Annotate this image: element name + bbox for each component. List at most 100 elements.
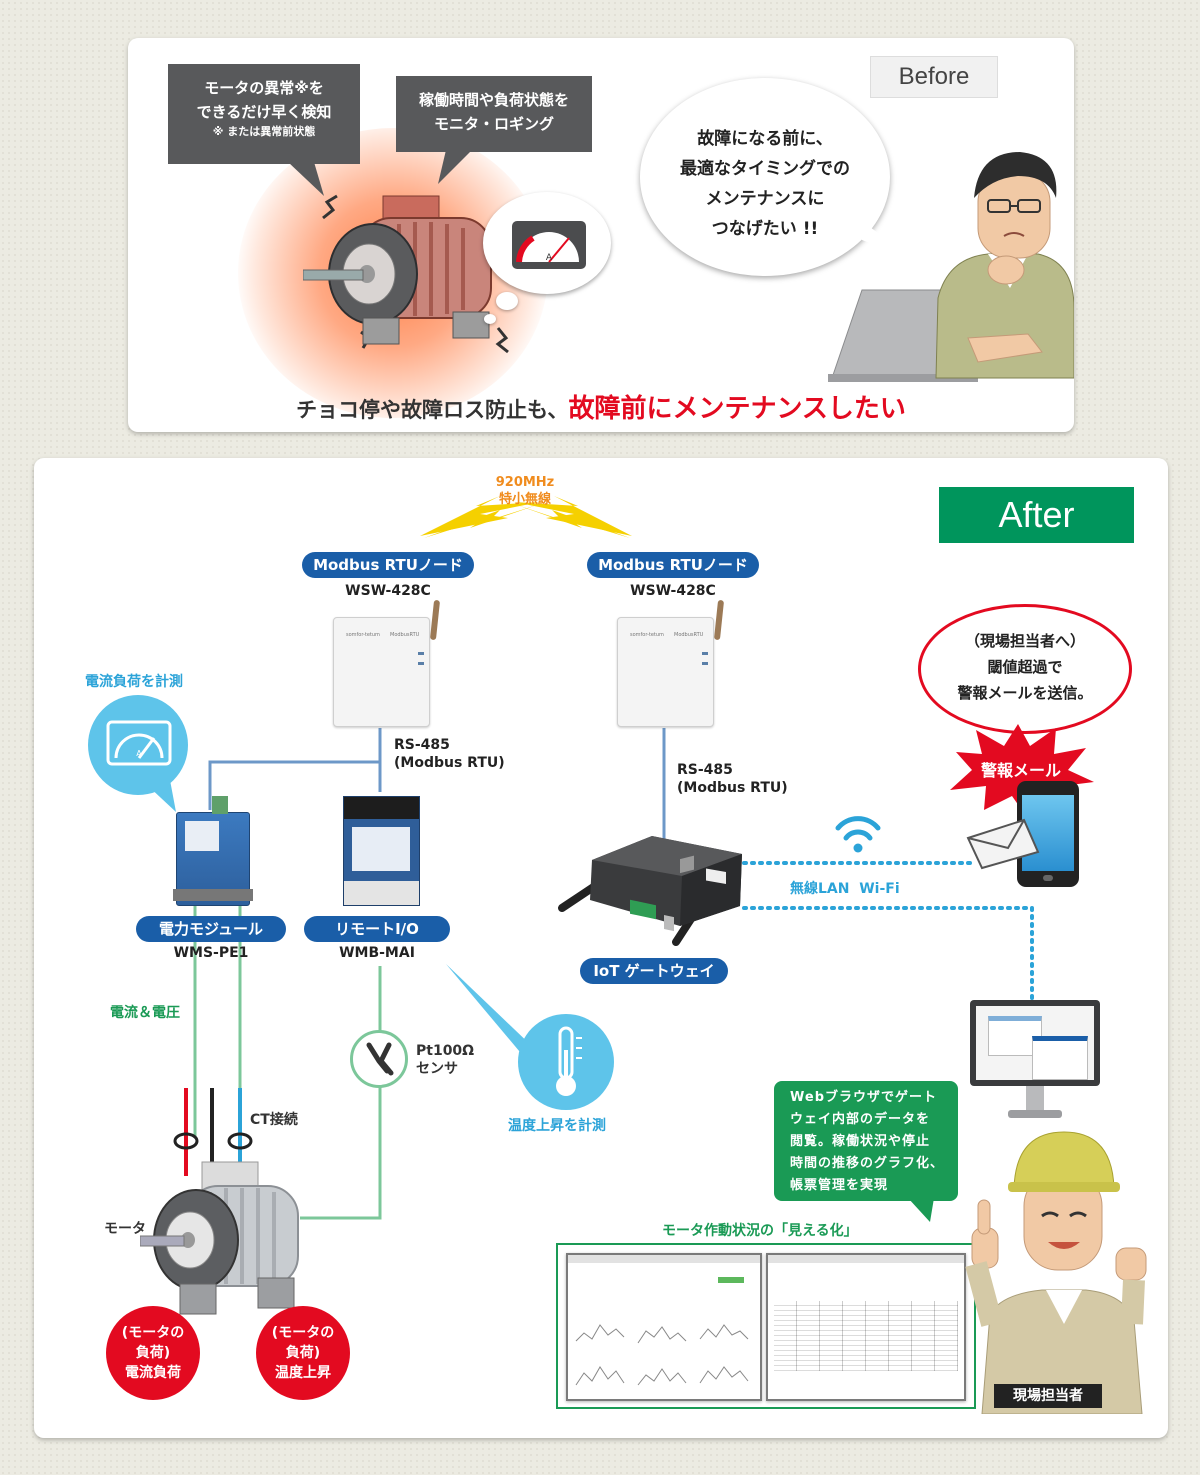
before-bottom-message: チョコ停や故障ロス防止も、故障前にメンテナンスしたい (128, 388, 1074, 425)
node-right-device-label: somfor-tetum (630, 632, 664, 638)
thought-dot-2 (484, 314, 496, 324)
manager-speech-bubble (640, 78, 890, 276)
rs485-right-line1: RS-485 (677, 762, 733, 778)
mail-envelope-icon (966, 818, 1040, 870)
pc-monitor-stand (1026, 1086, 1044, 1112)
manager-with-laptop-illustration (828, 152, 1074, 382)
visualize-title: モータ作動状況の「見える化」 (662, 1223, 858, 1239)
wifi-label: 無線LAN Wi-Fi (790, 881, 900, 897)
web-callout-tail (908, 1198, 934, 1222)
red-right-line1: (モータの (271, 1325, 335, 1341)
remote-io-device (343, 796, 420, 906)
ct-connection-label: CT接続 (250, 1112, 298, 1128)
temperature-rise-label: 温度上昇を計測 (508, 1118, 606, 1134)
callout-monitor-line2: モニタ・ロギング (433, 115, 554, 133)
bottom-message-red: 故障前にメンテナンスしたい (568, 394, 906, 424)
node-right-device: somfor-tetum ModbusRTU (617, 617, 714, 727)
current-load-bubble-tail (146, 780, 176, 812)
web-callout-line3: 閲覧。稼働状況や停止 (790, 1134, 931, 1149)
wireless-label: 920MHz 特小無線 (470, 474, 580, 508)
svg-text:A: A (136, 749, 142, 758)
red-left-line2: 負荷) (135, 1345, 171, 1361)
ammeter-icon: A (512, 221, 586, 269)
pc-window-2 (1032, 1036, 1088, 1080)
before-badge: Before (870, 56, 998, 98)
node-left-device-model: ModbusRTU (390, 632, 420, 638)
speech-line4: つなげたい !! (711, 219, 819, 239)
sensor-line1: Pt100Ω (416, 1043, 475, 1059)
field-worker-illustration (965, 1131, 1147, 1414)
alert-line3: 警報メールを送信。 (957, 684, 1093, 702)
red-left-line3: 電流負荷 (125, 1365, 181, 1381)
callout-anomaly-line1: モータの異常※を (204, 79, 324, 97)
rs485-right-label: RS-485 (Modbus RTU) (677, 761, 788, 797)
web-callout-line1: Webブラウザでゲート (790, 1090, 937, 1105)
iot-gateway-tag: IoT ゲートウェイ (580, 958, 728, 984)
web-callout-line4: 時間の推移のグラフ化、 (790, 1156, 945, 1171)
web-callout-line5: 帳票管理を実現 (790, 1178, 889, 1193)
rs485-right-line2: (Modbus RTU) (677, 780, 788, 796)
smartphone-home (1043, 875, 1053, 881)
sensor-line2: センサ (416, 1061, 458, 1077)
web-callout-line2: ウェイ内部のデータを (790, 1112, 931, 1127)
node-left-led-2 (418, 662, 424, 665)
pc-monitor-screen (976, 1006, 1094, 1080)
thought-dot-1 (496, 292, 518, 310)
power-module-screen (185, 821, 219, 851)
iot-gateway-device (558, 836, 742, 946)
hot-motor-illustration (303, 194, 510, 354)
speech-bubble-text: 故障になる前に、 最適なタイミングでの メンテナンスに つなげたい !! (658, 124, 872, 244)
sensor-probe-icon (366, 1042, 394, 1076)
thermometer-icon (556, 1026, 582, 1096)
rs485-left-line1: RS-485 (394, 737, 450, 753)
field-worker-label: 現場担当者 (994, 1384, 1102, 1408)
table-header (768, 1255, 964, 1263)
wireless-label-line2: 特小無線 (498, 492, 551, 507)
node-left-model: WSW-428C (345, 583, 431, 599)
dashboard-screenshot-table (766, 1253, 966, 1401)
rs485-left-line2: (Modbus RTU) (394, 755, 505, 771)
speech-bubble-tail (852, 214, 910, 258)
red-left-line1: (モータの (121, 1325, 185, 1341)
remote-io-terminals (344, 797, 419, 819)
rs485-left-label: RS-485 (Modbus RTU) (394, 736, 505, 772)
svg-text:A: A (546, 253, 553, 263)
alert-speech-text: （現場担当者へ） 閾値超過で 警報メールを送信。 (928, 628, 1122, 706)
pc-monitor (970, 1000, 1100, 1086)
web-browser-callout: Webブラウザでゲート ウェイ内部のデータを 閲覧。稼働状況や停止 時間の推移の… (774, 1081, 958, 1201)
motor-load-current-badge: (モータの 負荷) 電流負荷 (106, 1306, 200, 1400)
node-left-led (418, 652, 424, 655)
pc-monitor-base (1008, 1110, 1062, 1118)
callout-anomaly-note: ※ または異常前状態 (212, 125, 316, 138)
red-right-line3: 温度上昇 (275, 1365, 331, 1381)
speech-line2: 最適なタイミングでの (680, 159, 850, 179)
power-module-base (173, 889, 253, 901)
callout-monitor-log: 稼働時間や負荷状態を モニタ・ロギング (396, 76, 592, 152)
node-right-device-model: ModbusRTU (674, 632, 704, 638)
power-module-device (173, 812, 253, 906)
node-left-tag: Modbus RTUノード (302, 552, 474, 578)
dash-header (568, 1255, 760, 1263)
callout-anomaly-line2: できるだけ早く検知 (196, 103, 332, 121)
remote-io-model: WMB-MAI (339, 945, 415, 961)
current-meter-icon: A (106, 720, 172, 766)
power-module-model: WMS-PE1 (173, 945, 249, 961)
current-load-label: 電流負荷を計測 (85, 674, 183, 690)
pt100-sensor-icon (350, 1030, 408, 1088)
dashboard-screenshot-graphs (566, 1253, 762, 1401)
alert-burst-label: 警報メール (980, 761, 1061, 780)
motor-illustration (140, 1161, 299, 1315)
current-voltage-label: 電流＆電圧 (110, 1005, 180, 1021)
table-grid (774, 1301, 958, 1371)
remote-io-label-panel (352, 827, 410, 871)
after-badge: After (939, 487, 1134, 543)
alert-line2: 閾値超過で (987, 658, 1063, 676)
dash-button (718, 1277, 744, 1283)
node-left-device: somfor-tetum ModbusRTU (333, 617, 430, 727)
node-right-tag: Modbus RTUノード (587, 552, 759, 578)
alert-speech-bubble (918, 604, 1132, 734)
before-panel: A モータの異常※を できるだけ早く検知 ※ または異常前状態 稼働時間や負荷状… (128, 38, 1074, 432)
node-left-device-label: somfor-tetum (346, 632, 380, 638)
red-right-line2: 負荷) (285, 1345, 321, 1361)
power-module-connector (212, 796, 228, 814)
